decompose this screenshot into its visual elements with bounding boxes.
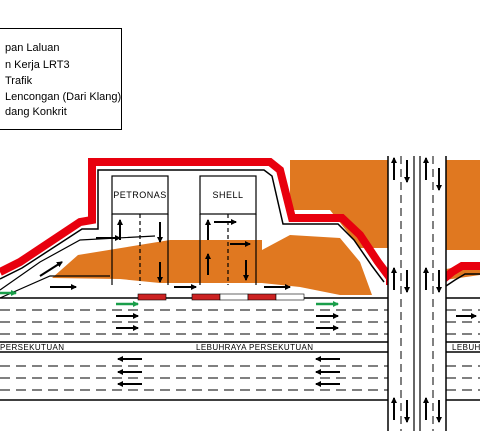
cross-road: [387, 156, 447, 431]
concrete-barriers: [137, 293, 305, 301]
road-label-right: LEBUH: [452, 343, 480, 352]
shell-station-box: [199, 175, 257, 215]
road-label-center: LEBUHRAYA PERSEKUTUAN: [196, 343, 314, 352]
work-zone-far-right: [446, 160, 480, 250]
arrow-icon: [39, 261, 63, 277]
station-access: [111, 214, 257, 285]
legend-item-route-closure: pan Laluan: [5, 42, 60, 54]
concrete-barrier: [275, 293, 305, 301]
petrol-stations: [111, 175, 257, 215]
legend-item-concrete-barrier: dang Konkrit: [5, 106, 67, 118]
road-label-left: PERSEKUTUAN: [0, 343, 65, 352]
detour-route-inner: [0, 169, 385, 283]
work-zone-center: [52, 235, 372, 295]
cross-road-surface: [388, 156, 446, 431]
concrete-barrier: [247, 293, 277, 301]
legend-item-lrt3-work: n Kerja LRT3: [5, 59, 70, 71]
shell-label: SHELL: [212, 190, 244, 200]
traffic-arrows: [39, 157, 477, 423]
lane-shift-arrows: [0, 290, 339, 307]
lrt3-work-zones: [52, 160, 480, 295]
legend-box: pan Laluan n Kerja LRT3 Trafik Lencongan…: [0, 28, 122, 130]
concrete-barrier: [191, 293, 221, 301]
detour-route-right-inner: [439, 273, 480, 291]
petronas-station-box: [111, 175, 169, 215]
detour-route-main: [0, 158, 394, 285]
legend-item-detour: Lencongan (Dari Klang): [5, 91, 122, 103]
concrete-barrier: [137, 293, 167, 301]
petronas-label: PETRONAS: [113, 190, 167, 200]
concrete-barrier: [219, 293, 249, 301]
legend-item-traffic: Trafik: [5, 75, 33, 87]
work-zone-upper-right: [290, 160, 388, 248]
